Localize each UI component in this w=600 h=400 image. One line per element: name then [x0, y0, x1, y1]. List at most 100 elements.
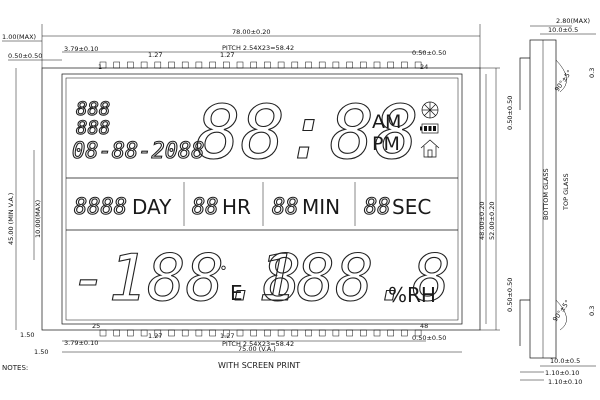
left-bottom-margin-dim: 1.50 — [34, 348, 48, 356]
pin — [127, 61, 134, 69]
height-inner-dim: 48.00±0.20 — [478, 201, 486, 240]
humidity-unit: %RH — [388, 283, 436, 307]
pin — [291, 329, 299, 337]
pin — [401, 329, 408, 337]
pin — [181, 61, 189, 69]
angle-bottom: 90°±5° — [551, 299, 572, 324]
side-gap-bottom-right: 0.50±0.50 — [412, 334, 446, 342]
outer-glass-outline — [41, 67, 481, 331]
day-digits: 8888 — [74, 195, 127, 220]
side-vert-top: 0.50±0.50 — [506, 96, 514, 130]
window-height-dim: 10.00(MAX) — [34, 200, 42, 238]
pin — [99, 329, 107, 337]
pin — [168, 61, 175, 69]
foot-dim-1: 1.10±0.10 — [545, 369, 579, 377]
pin — [277, 61, 285, 69]
pin — [346, 61, 353, 69]
sec-digits: 88 — [364, 195, 391, 220]
pin — [168, 329, 175, 337]
angle-arc-bottom — [555, 299, 567, 331]
small-digits-row1: 888 — [76, 98, 110, 120]
pin-25-label: 25 — [92, 322, 100, 330]
side-vert-bottom: 0.50±0.50 — [506, 278, 514, 312]
lead-bottom — [519, 299, 530, 346]
bottom-glass-label: BOTTOM GLASS — [542, 168, 550, 220]
pin — [277, 329, 285, 337]
pitch-top: PITCH 2.54X23=58.42 — [222, 44, 294, 52]
top-margin-dim: 1.00(MAX) — [2, 33, 36, 41]
clock-digits: 88:88 — [196, 90, 419, 176]
notes-label: NOTES: — [2, 364, 28, 372]
active-area — [65, 77, 459, 321]
lead-length-bottom: 10.0±0.5 — [550, 357, 580, 365]
pin — [223, 329, 230, 337]
pin — [140, 61, 148, 69]
day-label: DAY — [132, 195, 172, 219]
temperature-sub: E — [230, 281, 243, 305]
pin — [318, 61, 326, 69]
pin-1-label: 1 — [98, 63, 102, 71]
pins-bottom — [99, 329, 422, 337]
pin — [332, 329, 340, 337]
battery-icon — [420, 123, 439, 134]
pin-offset-top: 3.79±0.10 — [64, 45, 98, 53]
snowflake-icon — [421, 101, 439, 119]
pin — [236, 61, 244, 69]
pin — [264, 61, 271, 69]
foot-dim-2: 1.10±0.10 — [548, 378, 582, 386]
pin — [414, 61, 422, 69]
date-digits: 08-88-2088 — [72, 139, 204, 164]
pin — [387, 61, 394, 69]
pin — [181, 329, 189, 337]
pin-thick-top: 0.3 — [588, 68, 596, 78]
pin — [414, 329, 422, 337]
pin-24-label: 24 — [420, 63, 428, 71]
side-gap-top-right: 0.50±0.50 — [412, 49, 446, 57]
pin — [305, 329, 312, 337]
min-label: MIN — [302, 195, 340, 219]
pin — [373, 61, 381, 69]
bottom-margin-dim: 1.50 — [20, 331, 34, 339]
house-icon — [420, 139, 440, 158]
hr-digits: 88 — [192, 195, 219, 220]
pin — [250, 61, 257, 69]
sec-label: SEC — [392, 195, 431, 219]
side-gap-top-left: 0.50±0.50 — [8, 52, 42, 60]
pin-48-label: 48 — [420, 322, 428, 330]
pin — [346, 329, 353, 337]
pin — [264, 329, 271, 337]
pin — [291, 61, 299, 69]
humidity-digits: 188.8 — [258, 242, 451, 316]
pin-thick-bottom: 0.3 — [588, 306, 596, 316]
va-height-dim: 45.00 (MIN V.A.) — [7, 193, 15, 245]
pin — [154, 61, 162, 69]
pin — [250, 329, 257, 337]
min-digits: 88 — [272, 195, 299, 220]
pin — [127, 329, 134, 337]
hr-label: HR — [222, 195, 251, 219]
pitch-bottom: PITCH 2.54X23=58.42 — [222, 340, 294, 348]
height-outer-dim: 52.00±0.20 — [488, 201, 496, 240]
pin — [373, 329, 381, 337]
thickness-dim: 2.80(MAX) — [556, 17, 590, 25]
pin — [387, 329, 394, 337]
pin-width-bottom: 1.27 — [148, 332, 162, 340]
screen-print-caption: WITH SCREEN PRINT — [218, 361, 300, 370]
pin — [360, 61, 367, 69]
angle-arc-top — [555, 59, 567, 93]
pin-pitch-top: 1.27 — [220, 51, 234, 59]
pin — [140, 329, 148, 337]
pin — [318, 329, 326, 337]
pin — [401, 61, 408, 69]
temperature-digits: -188.8 — [70, 242, 301, 316]
pin — [154, 329, 162, 337]
pin — [195, 329, 203, 337]
pm-label: PM — [372, 133, 400, 155]
pins-top — [99, 61, 422, 69]
pin — [113, 329, 120, 337]
am-label: AM — [372, 111, 401, 133]
lead-length-top: 10.0±0.5 — [548, 26, 578, 34]
pin — [332, 61, 340, 69]
pin — [209, 329, 216, 337]
